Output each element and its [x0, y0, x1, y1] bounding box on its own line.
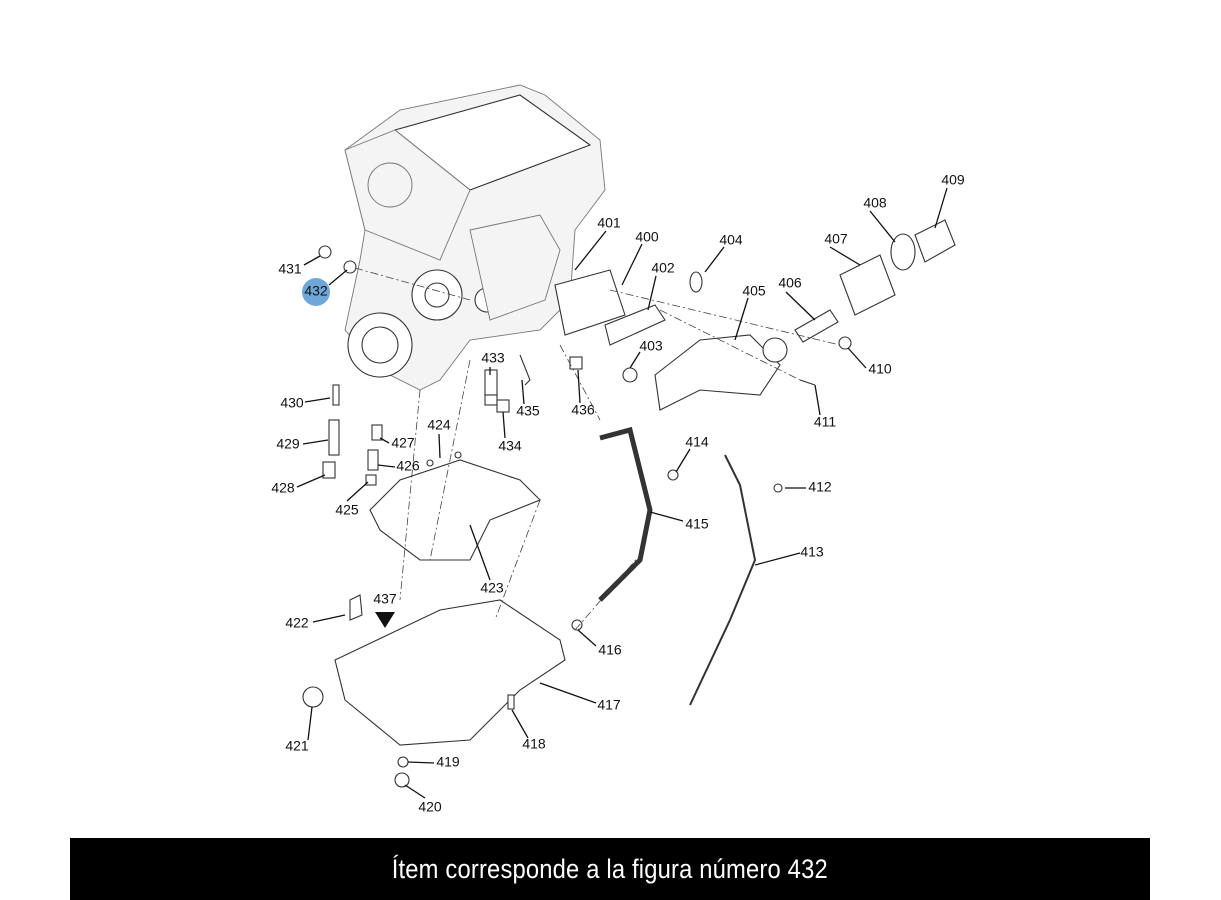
label-412: 412 — [808, 479, 832, 495]
label-422: 422 — [285, 615, 309, 631]
label-410: 410 — [868, 361, 892, 377]
leader-lines — [296, 187, 948, 799]
label-428: 428 — [271, 480, 295, 496]
label-414: 414 — [685, 434, 709, 450]
label-409: 409 — [941, 172, 965, 188]
label-419: 419 — [436, 754, 460, 770]
label-426: 426 — [396, 458, 420, 474]
label-425: 425 — [335, 502, 359, 518]
label-407: 407 — [824, 231, 848, 247]
label-421: 421 — [285, 738, 309, 754]
label-418: 418 — [522, 736, 546, 752]
label-416: 416 — [598, 642, 622, 658]
label-433: 433 — [481, 350, 505, 366]
label-411: 411 — [814, 414, 837, 430]
label-400: 400 — [635, 229, 659, 245]
label-417: 417 — [597, 697, 621, 713]
engine-exploded-diagram: 400 401 402 403 404 405 406 407 408 409 … — [271, 84, 965, 815]
oil-filter-assembly — [554, 219, 956, 411]
label-415: 415 — [685, 516, 709, 532]
label-413: 413 — [800, 544, 824, 560]
part-labels: 400 401 402 403 404 405 406 407 408 409 … — [271, 172, 965, 815]
windage-tray — [369, 459, 541, 561]
label-402: 402 — [651, 260, 675, 276]
label-431: 431 — [278, 261, 302, 277]
arrow-437 — [375, 612, 395, 628]
label-429: 429 — [276, 436, 300, 452]
label-406: 406 — [778, 275, 802, 291]
label-404: 404 — [719, 232, 743, 248]
caption-text: Ítem corresponde a la figura número 432 — [391, 853, 829, 884]
label-403: 403 — [639, 338, 663, 354]
label-420: 420 — [418, 799, 442, 815]
label-430: 430 — [280, 395, 304, 411]
label-432: 432 — [304, 283, 328, 299]
label-423: 423 — [480, 580, 504, 596]
oil-pan — [334, 599, 566, 746]
label-437: 437 — [373, 591, 397, 607]
label-434: 434 — [498, 438, 522, 454]
engine-block — [344, 84, 606, 391]
label-436: 436 — [571, 402, 595, 418]
caption-bar: Ítem corresponde a la figura número 432 — [70, 838, 1150, 900]
label-401: 401 — [597, 215, 621, 231]
label-405: 405 — [742, 283, 766, 299]
highlight-432 — [302, 278, 330, 306]
label-427: 427 — [391, 435, 415, 451]
label-435: 435 — [516, 403, 540, 419]
label-408: 408 — [863, 195, 887, 211]
label-424: 424 — [427, 417, 451, 433]
